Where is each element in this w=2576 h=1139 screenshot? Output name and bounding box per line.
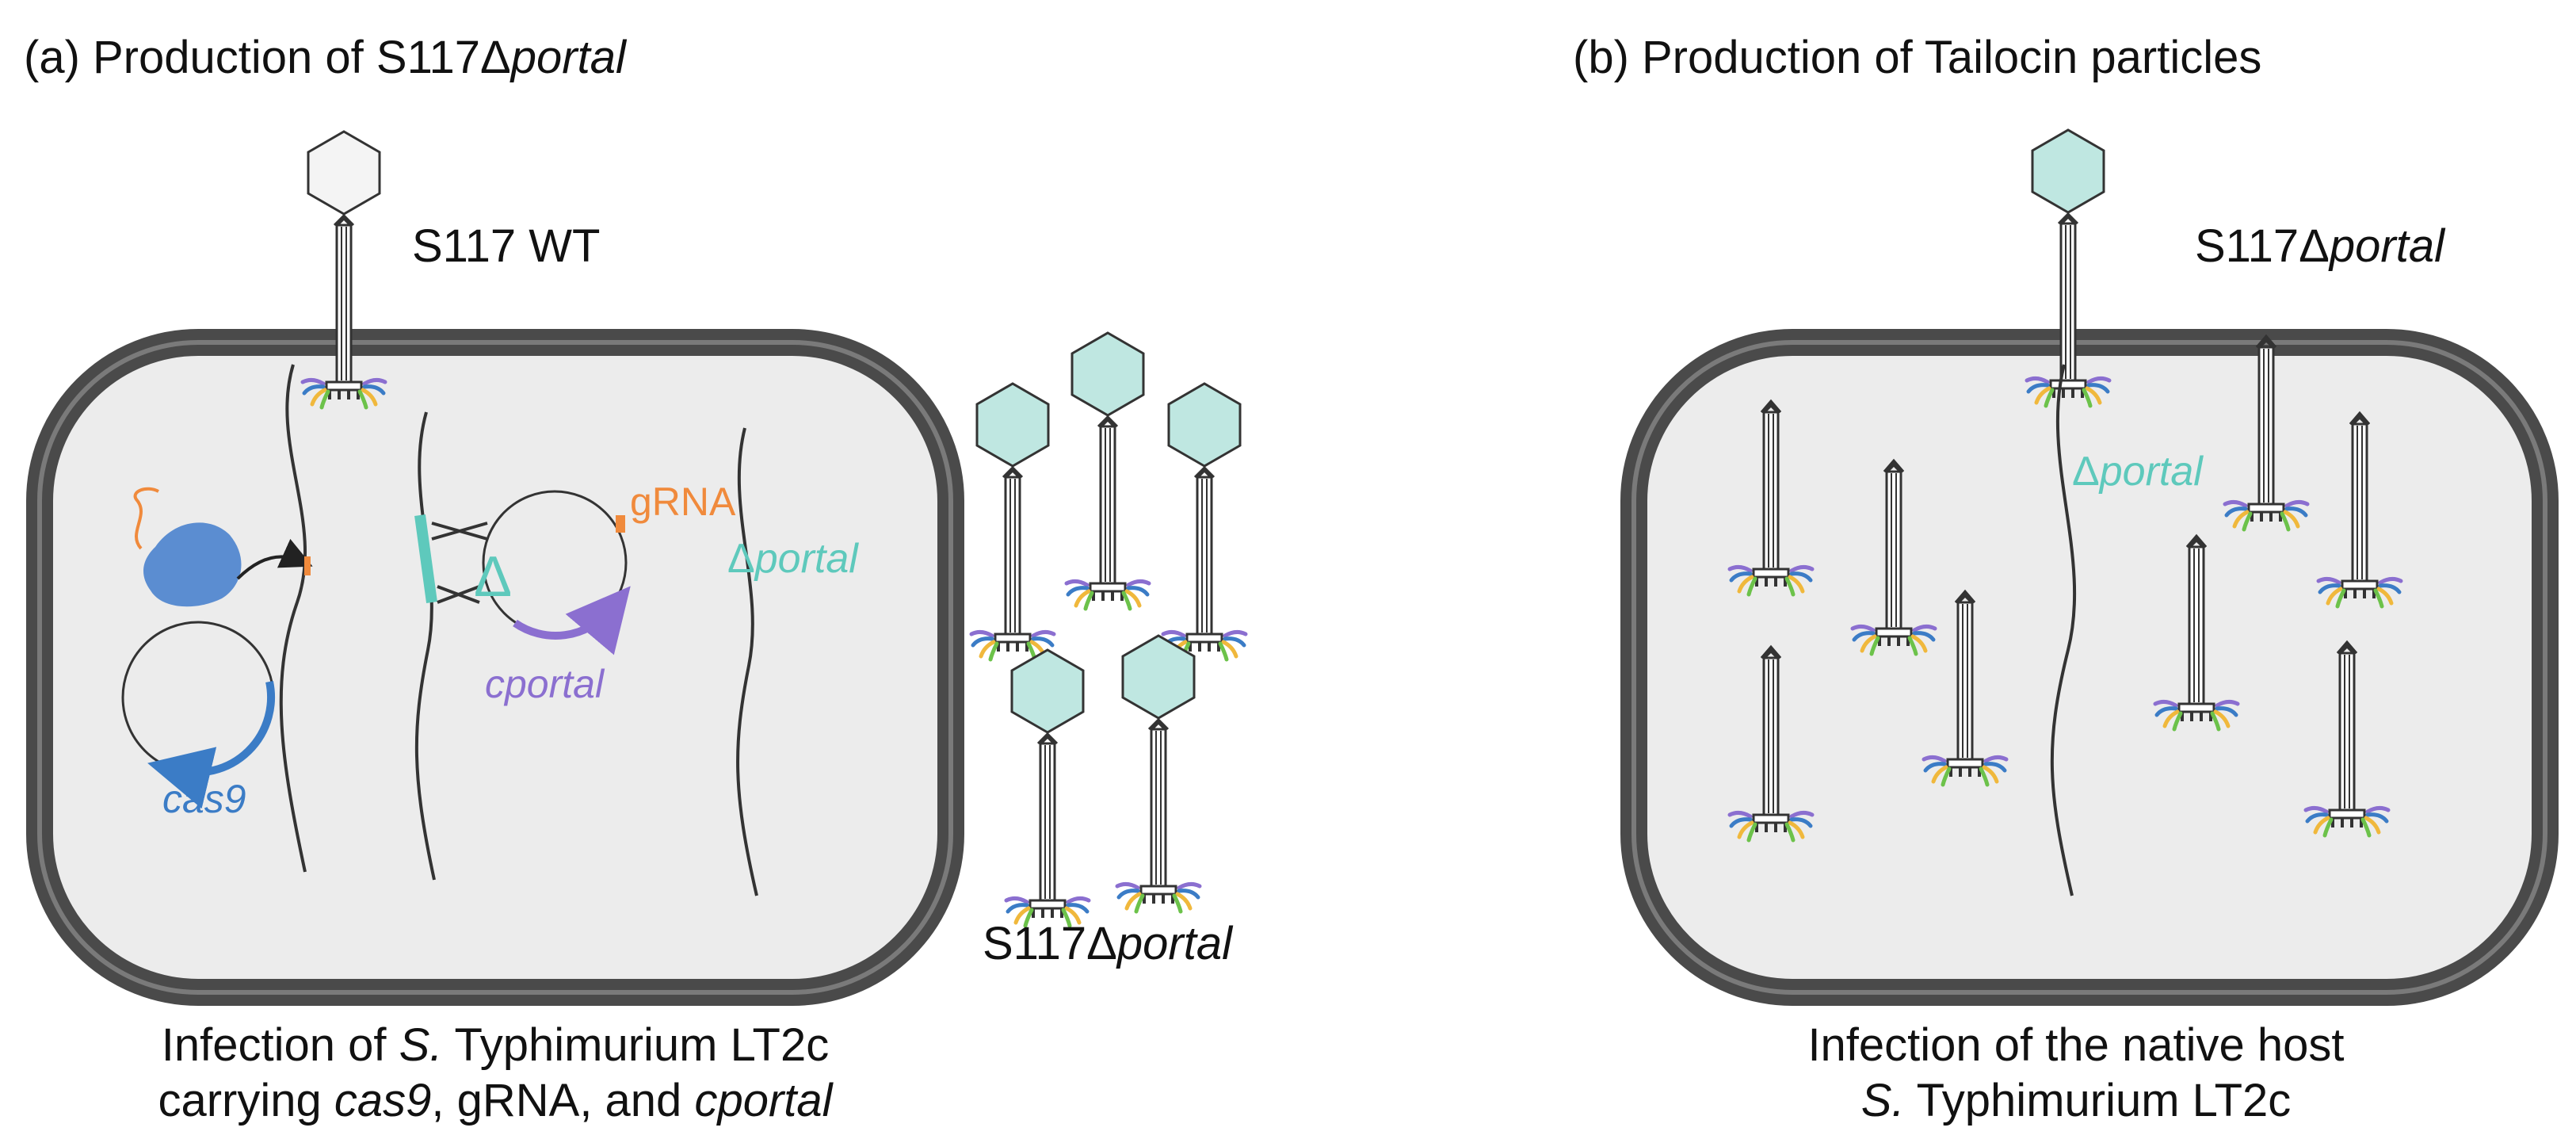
- grna-site-mark: [616, 515, 625, 533]
- phage-icon: [1006, 650, 1089, 926]
- output-phage-label: S117Δportal: [983, 918, 1234, 969]
- panel-a-title: (a) Production of S117Δportal: [24, 32, 628, 83]
- panel-b-caption-line-1: Infection of the native host: [1807, 1019, 2344, 1071]
- panel-b-caption-line-2: S. Typhimurium LT2c: [1861, 1075, 2292, 1126]
- panel-a-caption-line-2: carrying cas9, gRNA, and cportal: [158, 1075, 834, 1126]
- phage-icon: [1067, 333, 1149, 609]
- cportal-label: cportal: [485, 662, 605, 706]
- panel-b-title: (b) Production of Tailocin particles: [1573, 32, 2261, 83]
- targeting-arrow: [236, 538, 313, 580]
- recombination-cross-lines: [431, 522, 488, 604]
- released-phage-group: [971, 333, 1246, 926]
- guide-rna-strand: [133, 487, 159, 550]
- cas9-gene-arrow: [147, 680, 275, 809]
- panel-a: (a) Production of S117Δportal S117 WT ca…: [24, 32, 1246, 1126]
- panel-b: (b) Production of Tailocin particles S11…: [1573, 32, 2559, 1126]
- phage-genome-line-2: [414, 411, 436, 881]
- phage-genome-line-b: [2050, 364, 2077, 896]
- phage-genome-line-1: [279, 364, 307, 873]
- phage-icon: [1117, 636, 1200, 912]
- target-site-mark: [304, 556, 311, 575]
- phage-genome-line-3: [736, 427, 758, 896]
- cas9-protein-icon: [143, 522, 242, 607]
- cas9-label: cas9: [162, 777, 246, 821]
- wt-label: S117 WT: [412, 220, 600, 272]
- portal-region-bar: [414, 514, 437, 603]
- phage-icon: [971, 384, 1054, 659]
- delta-portal-label-a: Δportal: [727, 536, 859, 582]
- phage-icon: [1163, 384, 1246, 659]
- panel-a-caption-line-1: Infection of S. Typhimurium LT2c: [162, 1019, 829, 1071]
- delta-portal-label-b: Δportal: [2072, 449, 2204, 495]
- grna-label: gRNA: [630, 480, 736, 524]
- delta-symbol-plasmid: Δ: [474, 545, 512, 609]
- cportal-gene-arrow: [513, 586, 631, 655]
- phage-label-b: S117Δportal: [2195, 220, 2446, 272]
